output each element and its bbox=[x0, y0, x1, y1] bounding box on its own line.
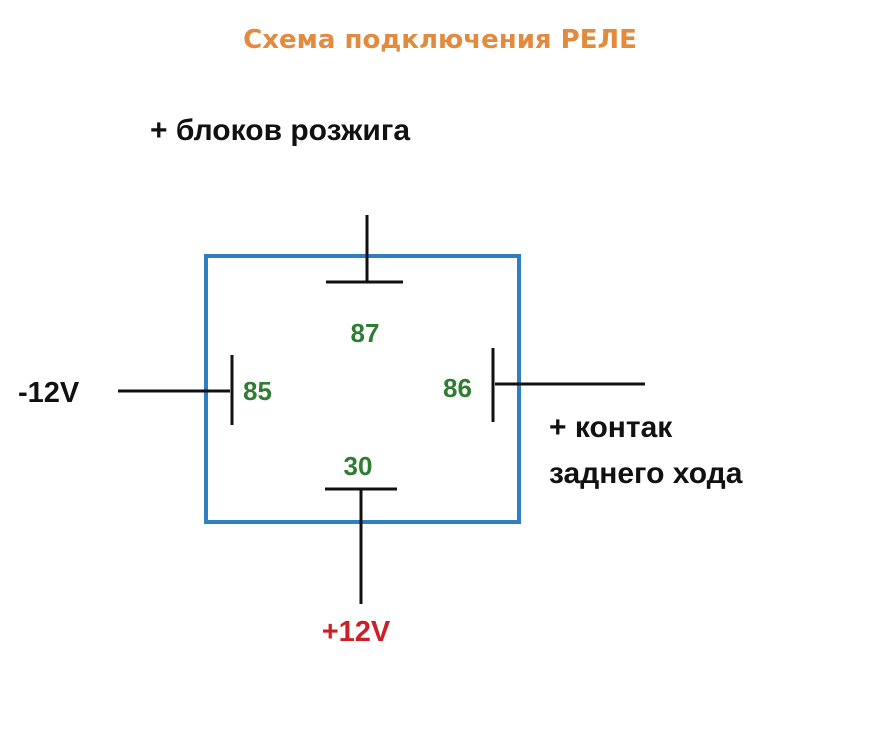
label-ignition-blocks: + блоков розжига bbox=[150, 114, 410, 147]
label-reverse-contact-line2: заднего хода bbox=[549, 457, 743, 490]
pin-85-number: 85 bbox=[243, 376, 272, 406]
pin-86-number: 86 bbox=[443, 373, 472, 403]
label-plus-12v: +12V bbox=[322, 616, 391, 648]
pin-87-number: 87 bbox=[351, 318, 380, 348]
label-minus-12v: -12V bbox=[18, 377, 80, 409]
diagram-title: Схема подключения РЕЛЕ bbox=[243, 25, 637, 55]
pin-30-number: 30 bbox=[344, 451, 373, 481]
label-reverse-contact-line1: + контак bbox=[549, 411, 673, 444]
